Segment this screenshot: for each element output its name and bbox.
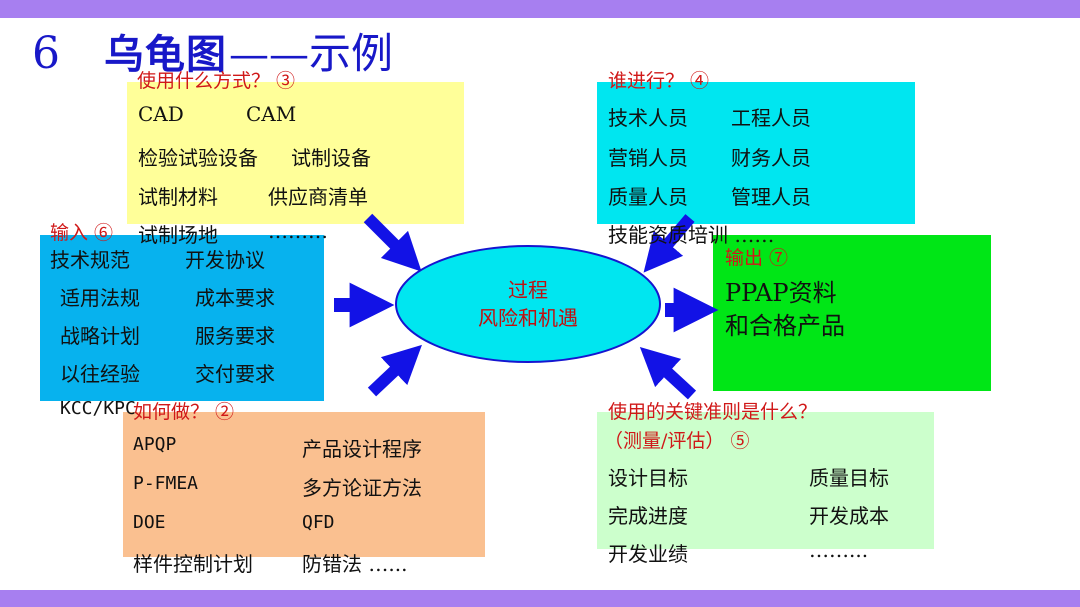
process-ellipse [395, 245, 661, 363]
criteria-item: 设计目标 [608, 466, 688, 490]
inputs-item: 开发协议 [185, 248, 265, 272]
who-item: 质量人员 [608, 185, 688, 209]
how-item: P-FMEA [133, 473, 199, 494]
how-item: 产品设计程序 [302, 437, 422, 461]
criteria-item: 质量目标 [809, 466, 889, 490]
inputs-item: 交付要求 [195, 362, 275, 386]
methods-item: 试制场地 [138, 223, 218, 247]
how-item: 样件控制计划 [133, 552, 253, 576]
criteria-item: 开发业绩 [608, 542, 688, 566]
outputs-box [713, 235, 991, 391]
who-item: 管理人员 [731, 185, 811, 209]
slide-title: 6 乌龟图 —— 示例 [32, 20, 393, 79]
methods-item: ……… [268, 219, 328, 243]
title-rest: 示例 [309, 29, 394, 78]
top-accent-bar [0, 0, 1080, 18]
process-subtitle: 风险和机遇 [478, 306, 578, 330]
arrow-from-who [643, 214, 695, 273]
inputs-item: 技术规范 [50, 248, 130, 272]
criteria-item: 完成进度 [608, 504, 688, 528]
inputs-item: 以往经验 [60, 362, 140, 386]
criteria-sublabel: （测量/评估） ⑤ [604, 430, 750, 452]
inputs-box [40, 235, 324, 401]
who-item: 工程人员 [731, 106, 811, 130]
process-title: 过程 [508, 278, 548, 302]
arrow-from-criteria [639, 346, 697, 400]
how-item: DOE [133, 512, 166, 533]
criteria-item: ……... [809, 538, 869, 562]
who-box [597, 82, 915, 224]
methods-item: 试制材料 [138, 185, 218, 209]
arrow-from-methods [363, 213, 422, 272]
inputs-item: KCC/KPC [60, 398, 136, 419]
methods-item: 试制设备 [291, 146, 371, 170]
arrow-from-how [367, 344, 422, 397]
title-number: 6 [32, 28, 60, 79]
how-item: QFD [302, 512, 335, 533]
methods-item: CAD [138, 102, 184, 126]
who-item: 财务人员 [731, 146, 811, 170]
how-item: 防错法 …... [302, 552, 408, 576]
criteria-label: 使用的关键准则是什么？ [608, 401, 818, 423]
bottom-accent-bar [0, 590, 1080, 607]
inputs-item: 适用法规 [60, 286, 140, 310]
how-item: 多方论证方法 [302, 476, 422, 500]
outputs-label: 输出 ⑦ [725, 247, 789, 269]
who-item: 营销人员 [608, 146, 688, 170]
outputs-item: PPAP资料 [725, 279, 837, 307]
title-main: 乌龟图 [104, 32, 227, 78]
methods-item: 检验试验设备 [138, 146, 258, 170]
who-label: 谁进行？ ④ [608, 70, 710, 92]
process-center: 过程 风险和机遇 [395, 245, 661, 363]
title-separator: —— [229, 32, 309, 78]
who-item: 技术人员 [608, 106, 688, 130]
outputs-item: 和合格产品 [725, 312, 845, 340]
inputs-label: 输入 ⑥ [50, 222, 114, 244]
inputs-item: 成本要求 [195, 286, 275, 310]
who-item: 技能资质培训 …… [608, 223, 775, 247]
how-label: 如何做？ ② [133, 401, 235, 423]
how-item: APQP [133, 434, 177, 455]
methods-item: 供应商清单 [268, 185, 368, 209]
methods-label: 使用什么方式？ ③ [137, 70, 296, 92]
inputs-item: 服务要求 [195, 324, 275, 348]
criteria-item: 开发成本 [809, 504, 889, 528]
criteria-box [597, 412, 934, 549]
inputs-item: 战略计划 [60, 324, 140, 348]
methods-item: CAM [246, 102, 297, 126]
how-box [123, 412, 485, 557]
methods-box [127, 82, 464, 224]
